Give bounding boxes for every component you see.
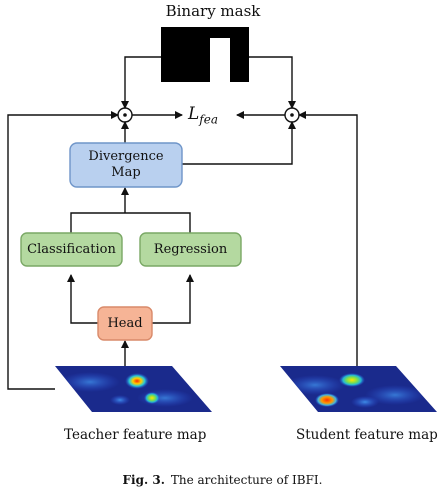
connectors	[7, 56, 358, 390]
binary-mask-title: Binary mask	[165, 2, 261, 20]
caption-text: The architecture of IBFI.	[170, 473, 323, 487]
loss-label: Lfea	[188, 104, 218, 126]
divergence-map-label: Divergence Map	[88, 149, 164, 180]
figure-caption: Fig. 3. The architecture of IBFI.	[0, 473, 445, 487]
student-feature-map-image	[280, 366, 437, 412]
loss-symbol: L	[188, 104, 200, 124]
classification-label: Classification	[27, 241, 116, 257]
teacher-feature-map-label: Teacher feature map	[64, 427, 207, 443]
caption-prefix: Fig. 3.	[122, 473, 165, 487]
regression-box	[139, 232, 242, 267]
head-label: Head	[107, 315, 143, 331]
divergence-map-box	[69, 142, 183, 188]
elementwise-product-left	[117, 107, 133, 123]
loss-subscript: fea	[199, 112, 218, 127]
regression-label: Regression	[153, 241, 228, 257]
classification-box	[20, 232, 123, 267]
teacher-feature-map-image	[55, 366, 212, 412]
head-box	[97, 306, 153, 341]
student-feature-map-label: Student feature map	[296, 427, 438, 443]
elementwise-product-right	[284, 107, 300, 123]
binary-mask	[161, 27, 249, 82]
